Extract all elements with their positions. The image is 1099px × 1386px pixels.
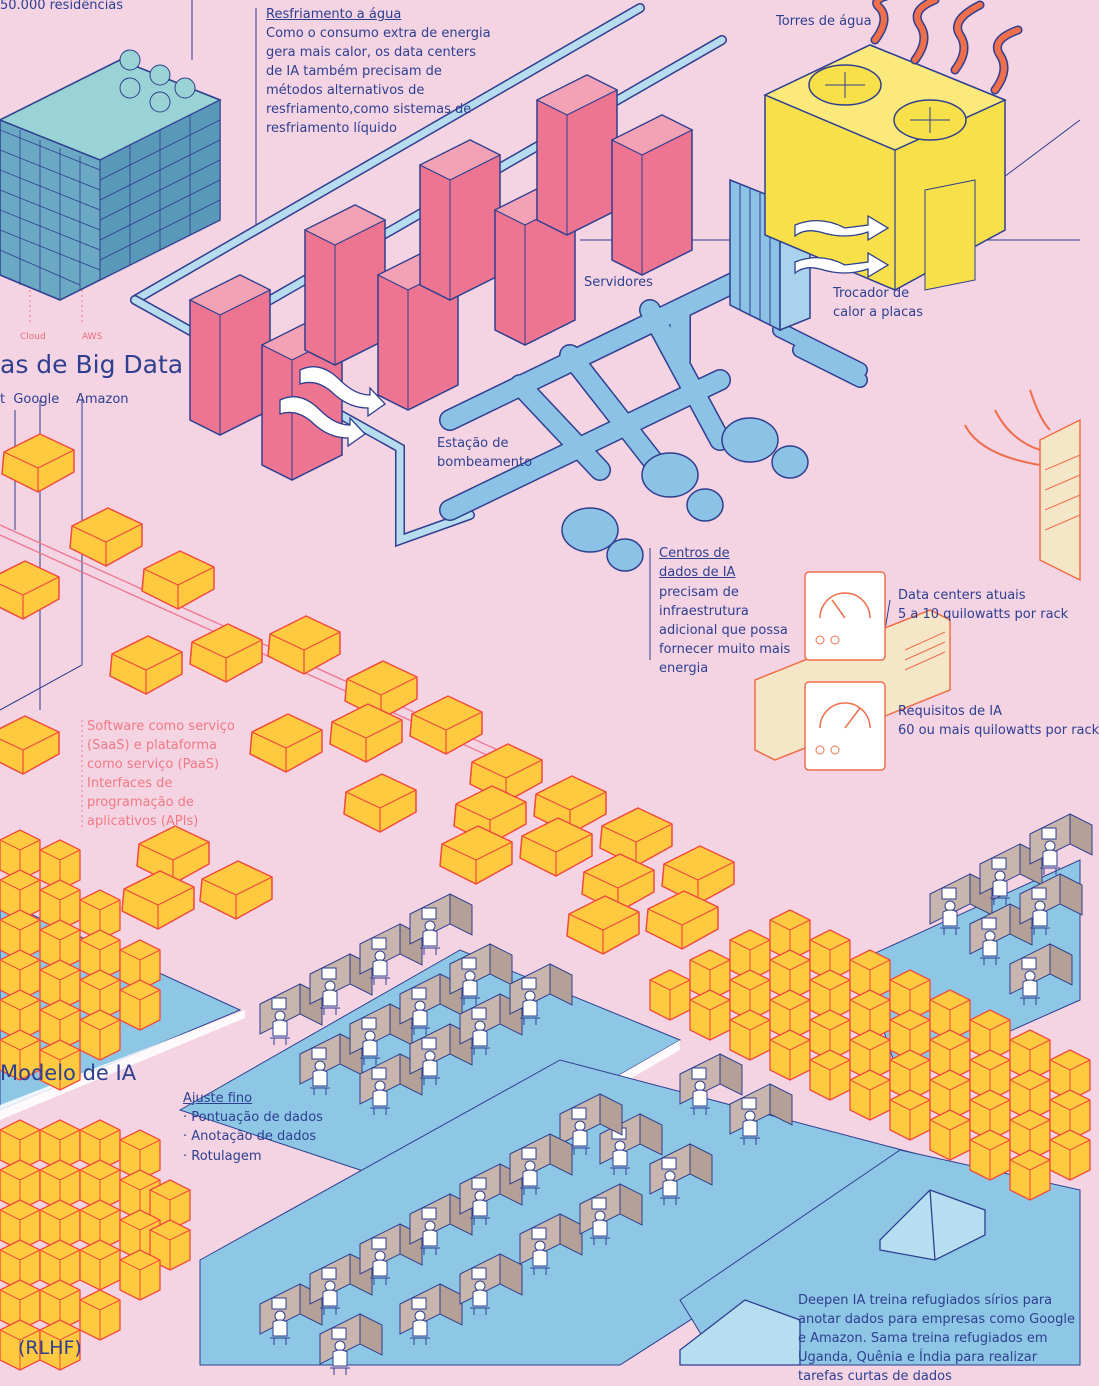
big-data-title: as de Big Data [0, 350, 184, 379]
ai-req-value: 60 ou mais quilowatts por rack [898, 723, 1099, 738]
power-cables [964, 389, 1051, 466]
aws-label: AWS [82, 332, 103, 342]
servers-label: Servidores [584, 275, 653, 290]
fine-tune-item-2: · Anotação de dados [183, 1129, 317, 1144]
gauge-ai [804, 681, 886, 771]
current-dc-value: 5 a 10 quilowatts por rack [898, 607, 1069, 622]
cooling-text: Como o consumo extra de energia gera mai… [266, 26, 491, 136]
cloud-label: Cloud [20, 332, 46, 342]
google-label: t Google [0, 392, 60, 407]
fine-tune-item-3: · Rotulagem [183, 1149, 262, 1164]
rlhf-stack [0, 1119, 191, 1371]
refugee-tents [679, 1189, 986, 1366]
ai-req-title: Requisitos de IA [898, 704, 1002, 719]
rlhf-label: (RLHF) [18, 1337, 82, 1359]
pumps [561, 417, 809, 572]
server-rack [418, 139, 502, 301]
gauge-current [804, 571, 886, 661]
saas-text: Software como serviço (SaaS) e plataform… [87, 719, 235, 829]
server-rack [610, 114, 694, 276]
pump-pipes [439, 259, 868, 521]
pumping-station-label: Estação de bombeamento [437, 436, 533, 470]
residences-label: 50.000 residências [0, 0, 124, 13]
steam-arrows-fill [872, 0, 1021, 93]
transformer [1039, 418, 1081, 582]
refugees-text: Deepen IA treina refugiados sírios para … [798, 1293, 1075, 1384]
current-dc-title: Data centers atuais [898, 588, 1026, 603]
ai-model-label: Modelo de IA [0, 1061, 137, 1085]
servers [188, 74, 694, 481]
heat-flow-arrows [279, 214, 890, 448]
big-data-building [0, 49, 222, 301]
dotted-red-lines [29, 290, 83, 830]
water-towers-label: Torres de água [776, 14, 872, 29]
amazon-label: Amazon [76, 392, 129, 407]
server-rack [303, 204, 387, 366]
data-blocks [0, 433, 735, 955]
ai-centers-text: precisam de infraestrutura adicional que… [659, 585, 791, 676]
heat-exchanger-label: Trocador de calor a placas [833, 286, 923, 320]
server-rack [535, 74, 619, 236]
cooling-title: Resfriamento a água [266, 7, 402, 22]
fine-tune-title: Ajuste fino [183, 1091, 253, 1106]
fine-tune-item-1: · Pontuação de dados [183, 1110, 323, 1125]
server-rack [188, 274, 272, 436]
ai-centers-title: Centros de dados de IA [659, 546, 736, 580]
